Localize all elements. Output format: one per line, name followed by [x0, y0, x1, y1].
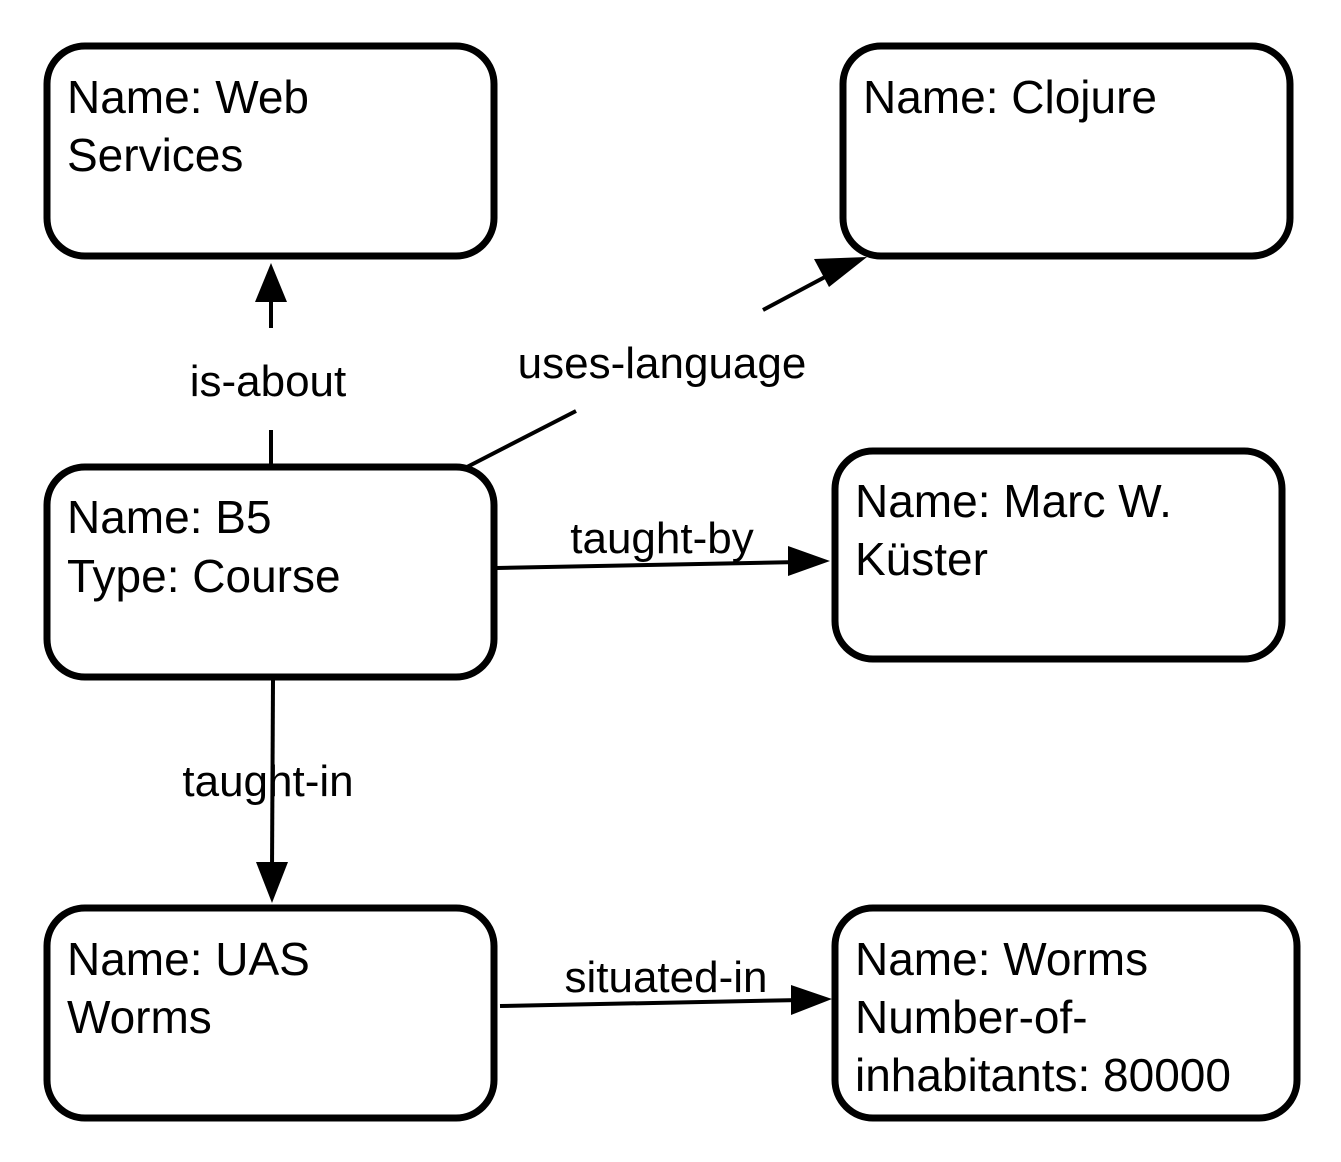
- node-worms-line-2: Number-of-: [855, 991, 1088, 1043]
- node-web-services: Name: Web Services: [43, 42, 498, 260]
- node-uas-worms-line-2: Worms: [67, 991, 212, 1043]
- edge-taught-by: taught-by: [496, 514, 830, 576]
- node-marc: Name: Marc W. Küster: [831, 447, 1286, 663]
- edge-label-uses-language: uses-language: [518, 339, 807, 388]
- node-b5: Name: B5 Type: Course: [43, 463, 498, 681]
- node-web-services-line-1: Name: Web: [67, 71, 309, 123]
- edge-label-taught-by: taught-by: [570, 514, 753, 563]
- node-worms: Name: Worms Number-of- inhabitants: 8000…: [831, 904, 1301, 1122]
- node-worms-line-1: Name: Worms: [855, 933, 1148, 985]
- edge-uses-language: uses-language: [466, 257, 867, 469]
- node-uas-worms-line-1: Name: UAS: [67, 933, 310, 985]
- edge-label-situated-in: situated-in: [564, 953, 767, 1002]
- node-clojure: Name: Clojure: [839, 42, 1294, 260]
- node-web-services-line-2: Services: [67, 129, 243, 181]
- node-b5-line-2: Type: Course: [67, 550, 341, 602]
- node-marc-line-1: Name: Marc W.: [855, 475, 1172, 527]
- node-b5-line-1: Name: B5: [67, 491, 272, 543]
- node-marc-line-2: Küster: [855, 533, 988, 585]
- edge-label-taught-in: taught-in: [182, 757, 353, 806]
- node-uas-worms: Name: UAS Worms: [43, 904, 498, 1122]
- edge-situated-in: situated-in: [499, 953, 832, 1015]
- edge-taught-in: taught-in: [182, 679, 354, 903]
- edge-is-about: is-about: [190, 263, 347, 465]
- edge-label-is-about: is-about: [190, 357, 347, 406]
- node-clojure-line-1: Name: Clojure: [863, 71, 1157, 123]
- node-worms-line-3: inhabitants: 80000: [855, 1049, 1231, 1101]
